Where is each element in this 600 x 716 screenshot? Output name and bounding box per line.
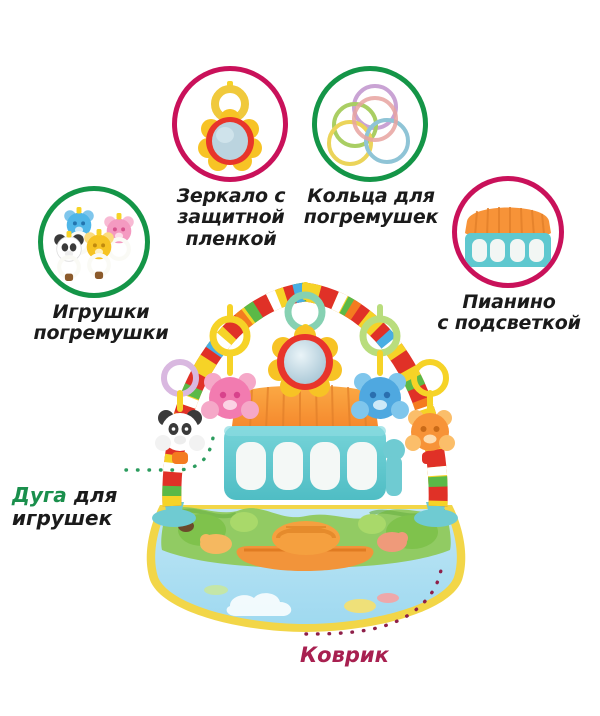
callout-arch: Дуга для игрушек xyxy=(12,462,142,529)
toys-rattles-circle xyxy=(38,186,150,298)
hanging-orange-bear xyxy=(405,359,455,464)
piano-icon xyxy=(465,207,551,267)
callout-arch-highlight: Дуга xyxy=(12,483,67,508)
play-mat xyxy=(146,505,466,632)
product-image xyxy=(120,250,490,640)
teether-rings-icon xyxy=(327,84,410,166)
rings-circle xyxy=(312,66,428,182)
badge-mirror[interactable]: Зеркало с защитной пленкой xyxy=(172,66,290,256)
callout-mat-highlight: Коврик xyxy=(300,642,389,667)
hanging-mirror xyxy=(268,282,342,397)
rings-label: Кольца для погремушек xyxy=(303,185,439,229)
hanging-blue-bear xyxy=(351,304,409,419)
badge-rings[interactable]: Кольца для погремушек xyxy=(304,66,438,236)
toys-rattles-label: Игрушки погремушки xyxy=(33,301,169,345)
callout-mat: Коврик xyxy=(300,620,430,667)
light-up-piano xyxy=(224,383,405,500)
product-illustration xyxy=(146,282,466,632)
piano-label: Пианино с подсветкой xyxy=(437,291,581,335)
rattle-toys-icon xyxy=(54,206,134,281)
hanging-panda xyxy=(155,359,205,464)
piano-circle xyxy=(452,176,564,288)
hanging-pink-bear xyxy=(201,304,259,419)
badge-toys-rattles[interactable]: Игрушки погремушки xyxy=(34,186,169,346)
mirror-label: Зеркало с защитной пленкой xyxy=(176,185,286,250)
mirror-circle xyxy=(172,66,288,182)
badge-piano[interactable]: Пианино с подсветкой xyxy=(437,176,581,346)
callout-arch-rest: для игрушек xyxy=(12,483,118,530)
piano-keys xyxy=(236,442,377,490)
mirror-icon xyxy=(198,81,262,171)
